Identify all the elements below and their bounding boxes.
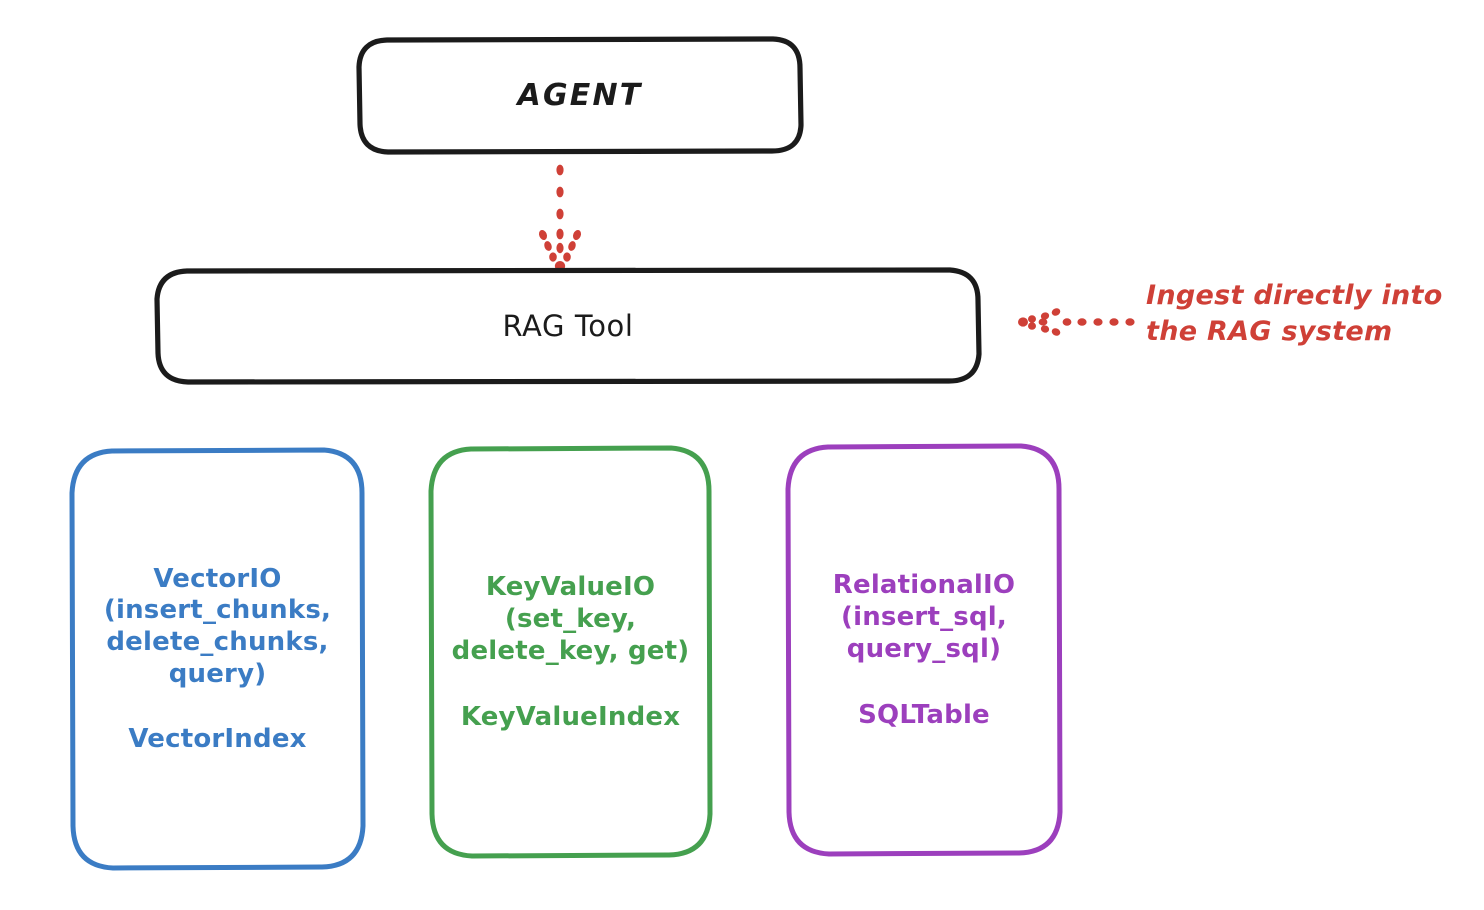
node-vector-io[interactable]: VectorIO (insert_chunks, delete_chunks, … [68,447,367,871]
relational-io-box-content: RelationalIO (insert_sql, query_sql) SQL… [784,570,1064,729]
arrow-agent-to-rag-tool [505,152,615,271]
node-rag-tool[interactable]: RAG Tool [154,267,982,385]
key-value-io-index-label: KeyValueIndex [460,701,681,732]
vector-io-index-label: VectorIndex [128,724,307,755]
rag-tool-box-content: RAG Tool [155,309,981,343]
node-relational-io[interactable]: RelationalIO (insert_sql, query_sql) SQL… [784,443,1064,857]
vector-io-box-content: VectorIO (insert_chunks, delete_chunks, … [68,564,367,755]
annotation-ingest-directly: Ingest directly into the RAG system [1146,280,1443,348]
key-value-io-box-content: KeyValueIO (set_key, delete_key, get) Ke… [427,572,714,731]
key-value-io-api-label: KeyValueIO (set_key, delete_key, get) [451,572,690,666]
relational-io-api-label: RelationalIO (insert_sql, query_sql) [832,570,1016,664]
arrow-ingest-to-rag-tool [1018,296,1138,348]
agent-box-content: AGENT [357,78,803,113]
relational-io-index-label: SQLTable [858,699,990,730]
agent-label: AGENT [517,78,643,113]
rag-tool-label: RAG Tool [502,309,634,343]
node-agent[interactable]: AGENT [356,36,804,155]
node-key-value-io[interactable]: KeyValueIO (set_key, delete_key, get) Ke… [427,445,714,859]
vector-io-api-label: VectorIO (insert_chunks, delete_chunks, … [103,563,332,689]
